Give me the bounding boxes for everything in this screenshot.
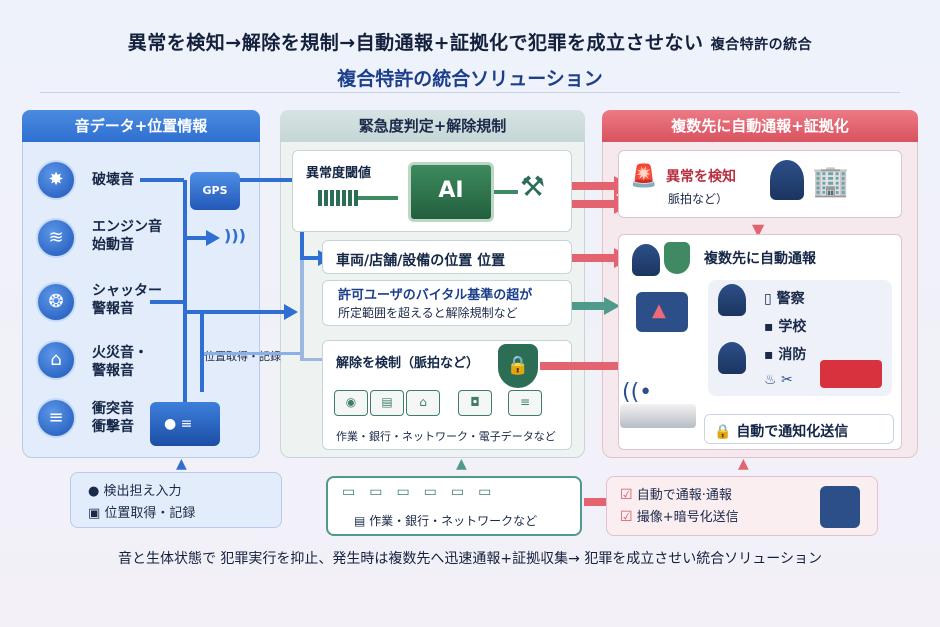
meter-icon (318, 190, 358, 206)
connector-to-mid (186, 310, 286, 314)
connector-engine (186, 236, 208, 240)
agency-fire: ▪ 消防 (764, 347, 807, 363)
bottom-left-line2: ▣ 位置取得・記録 (88, 506, 196, 521)
engine-icon: ≋ (36, 218, 76, 258)
detect-sub: 脈拍など） (668, 192, 729, 206)
gps-line-right (300, 256, 320, 260)
up-arrow-left: ▲ (176, 456, 187, 472)
camera-icon (620, 404, 696, 428)
vital-box (322, 280, 572, 326)
red-arrow-2 (572, 200, 616, 208)
police-person-icon (770, 160, 804, 200)
up-arrow-mid: ▲ (456, 456, 467, 472)
detect-box (618, 150, 902, 218)
police-officer-icon (718, 284, 746, 316)
targets-label: 作業・銀行・ネットワーク・電子データなど (336, 430, 556, 443)
alert-triangle-icon: ▲ (652, 300, 666, 321)
lock-shield-icon: 🔒 (498, 344, 538, 388)
arrow-engine (206, 230, 220, 246)
server-icon: ≡ (508, 390, 542, 416)
left-panel-header: 音データ+位置情報 (22, 110, 260, 142)
padlock-icon: ◘ (458, 390, 492, 416)
red-arrow-release (540, 362, 690, 370)
release-label: 解除を検制（脈拍など） (336, 356, 480, 371)
threshold-arrow (358, 196, 398, 200)
sound-label-fire: 火災音・ 警報音 (92, 345, 148, 379)
bottom-mid-label: ▤ 作業・銀行・ネットワークなど (354, 514, 538, 528)
atm-icon: ▤ (370, 390, 404, 416)
connector-shutter (150, 300, 184, 304)
sound-label-shutter: シャッター 警報音 (92, 283, 162, 317)
right-panel-header: 複数先に自動通報+証拠化 (602, 110, 918, 142)
fire-alarm-icon: ⌂ (36, 340, 76, 380)
bottom-left-line1: ● 検出担え入力 (88, 484, 182, 499)
operator-icon (632, 244, 660, 276)
up-arrow-right: ▲ (738, 456, 749, 472)
check-icon: ☑ (620, 487, 633, 503)
bottom-left-box (70, 472, 282, 528)
main-title: 異常を検知→解除を規制→自動通報+証拠化で犯罪を成立させない 複合特許の統合 (127, 32, 813, 54)
sound-label-collision: 衝突音 衝撃音 (92, 401, 134, 435)
track-label: 位置取得・記録 (204, 350, 281, 363)
divider (40, 92, 900, 93)
green-arrowhead-vital (604, 297, 620, 315)
auto-send-label: 🔒 自動で通知化送信 (714, 424, 849, 440)
signal-icon: ((• (622, 380, 653, 405)
vital-line1: 許可ユーザのバイタル基準の超が (338, 288, 533, 303)
store-icon: ⌂ (406, 390, 440, 416)
multi-notify-label: 複数先に自動通報 (704, 251, 816, 267)
mid-left-line (300, 260, 304, 360)
gps-box: GPS (190, 172, 240, 210)
green-arrow-vital (572, 302, 606, 310)
bottom-caption: 音と生体状態で 犯罪実行を抑止、発生時は複数先へ迅速通報+証拠収集→ 犯罪を成立… (117, 551, 823, 567)
agency-school: ▪ 学校 (764, 319, 807, 335)
arrow-to-mid (284, 304, 298, 320)
subtitle: 複合特許の統合ソリューション (337, 68, 603, 90)
shield-plus-icon (664, 242, 690, 274)
red-arrow-3 (572, 254, 616, 262)
lock-icon: 🔒 (714, 424, 732, 440)
alarm-light-icon: 🚨 (630, 164, 658, 189)
location-label: 車両/店舗/設備の位置 位置 (336, 253, 506, 269)
bottom-right-line2: ☑ 撮像+暗号化送信 (620, 509, 739, 525)
tools-icon: ⚒ (520, 170, 546, 203)
bottom-mid-icons: ▭▭▭▭▭▭ (342, 484, 506, 500)
gps-line (240, 178, 302, 182)
building-icon: 🏢 (812, 164, 850, 199)
wave-icon: ))) (224, 226, 246, 245)
bottom-red-arrow (584, 498, 606, 506)
track-line (204, 352, 304, 355)
gps-label: GPS (202, 184, 228, 197)
agency-police: ▯ 警察 (764, 291, 805, 307)
mid-release-line (300, 358, 322, 361)
headset-icon: ◉ (334, 390, 368, 416)
detect-label: 異常を検知 (666, 169, 736, 185)
monitor-alert-icon (636, 292, 688, 332)
burst-icon: ✸ (36, 160, 76, 200)
firefighter-icon (718, 342, 746, 374)
bottom-right-line1: ☑ 自動で通報·通報 (620, 487, 732, 503)
ai-arrow (494, 190, 518, 194)
sound-label-break: 破壊音 (92, 172, 134, 188)
phone-upload-icon (820, 486, 860, 528)
fire-truck-icon (820, 360, 882, 388)
location-box (322, 240, 572, 274)
red-arrow-1 (572, 182, 616, 190)
shutter-icon: ❂ (36, 282, 76, 322)
threshold-label: 異常度閾値 (306, 166, 372, 181)
middle-panel-header: 緊急度判定+解除規制 (280, 110, 585, 142)
sound-label-engine: エンジン音 始動音 (92, 219, 162, 253)
auto-send-box (704, 414, 894, 444)
sensor-device (150, 402, 220, 446)
check-icon-2: ☑ (620, 509, 633, 525)
bottom-mid-box (326, 476, 582, 536)
device-display-icon: ● ≡ (164, 416, 193, 432)
ai-chip-icon: AI (408, 162, 494, 222)
vital-line2: 所定範囲を超えると解除規制など (338, 306, 518, 320)
tool-icons: ♨ ✂ (764, 372, 793, 388)
left-bus-line (183, 180, 187, 410)
connector-track (200, 312, 204, 392)
connector-break (140, 178, 184, 182)
collision-icon: ≡ (36, 398, 76, 438)
